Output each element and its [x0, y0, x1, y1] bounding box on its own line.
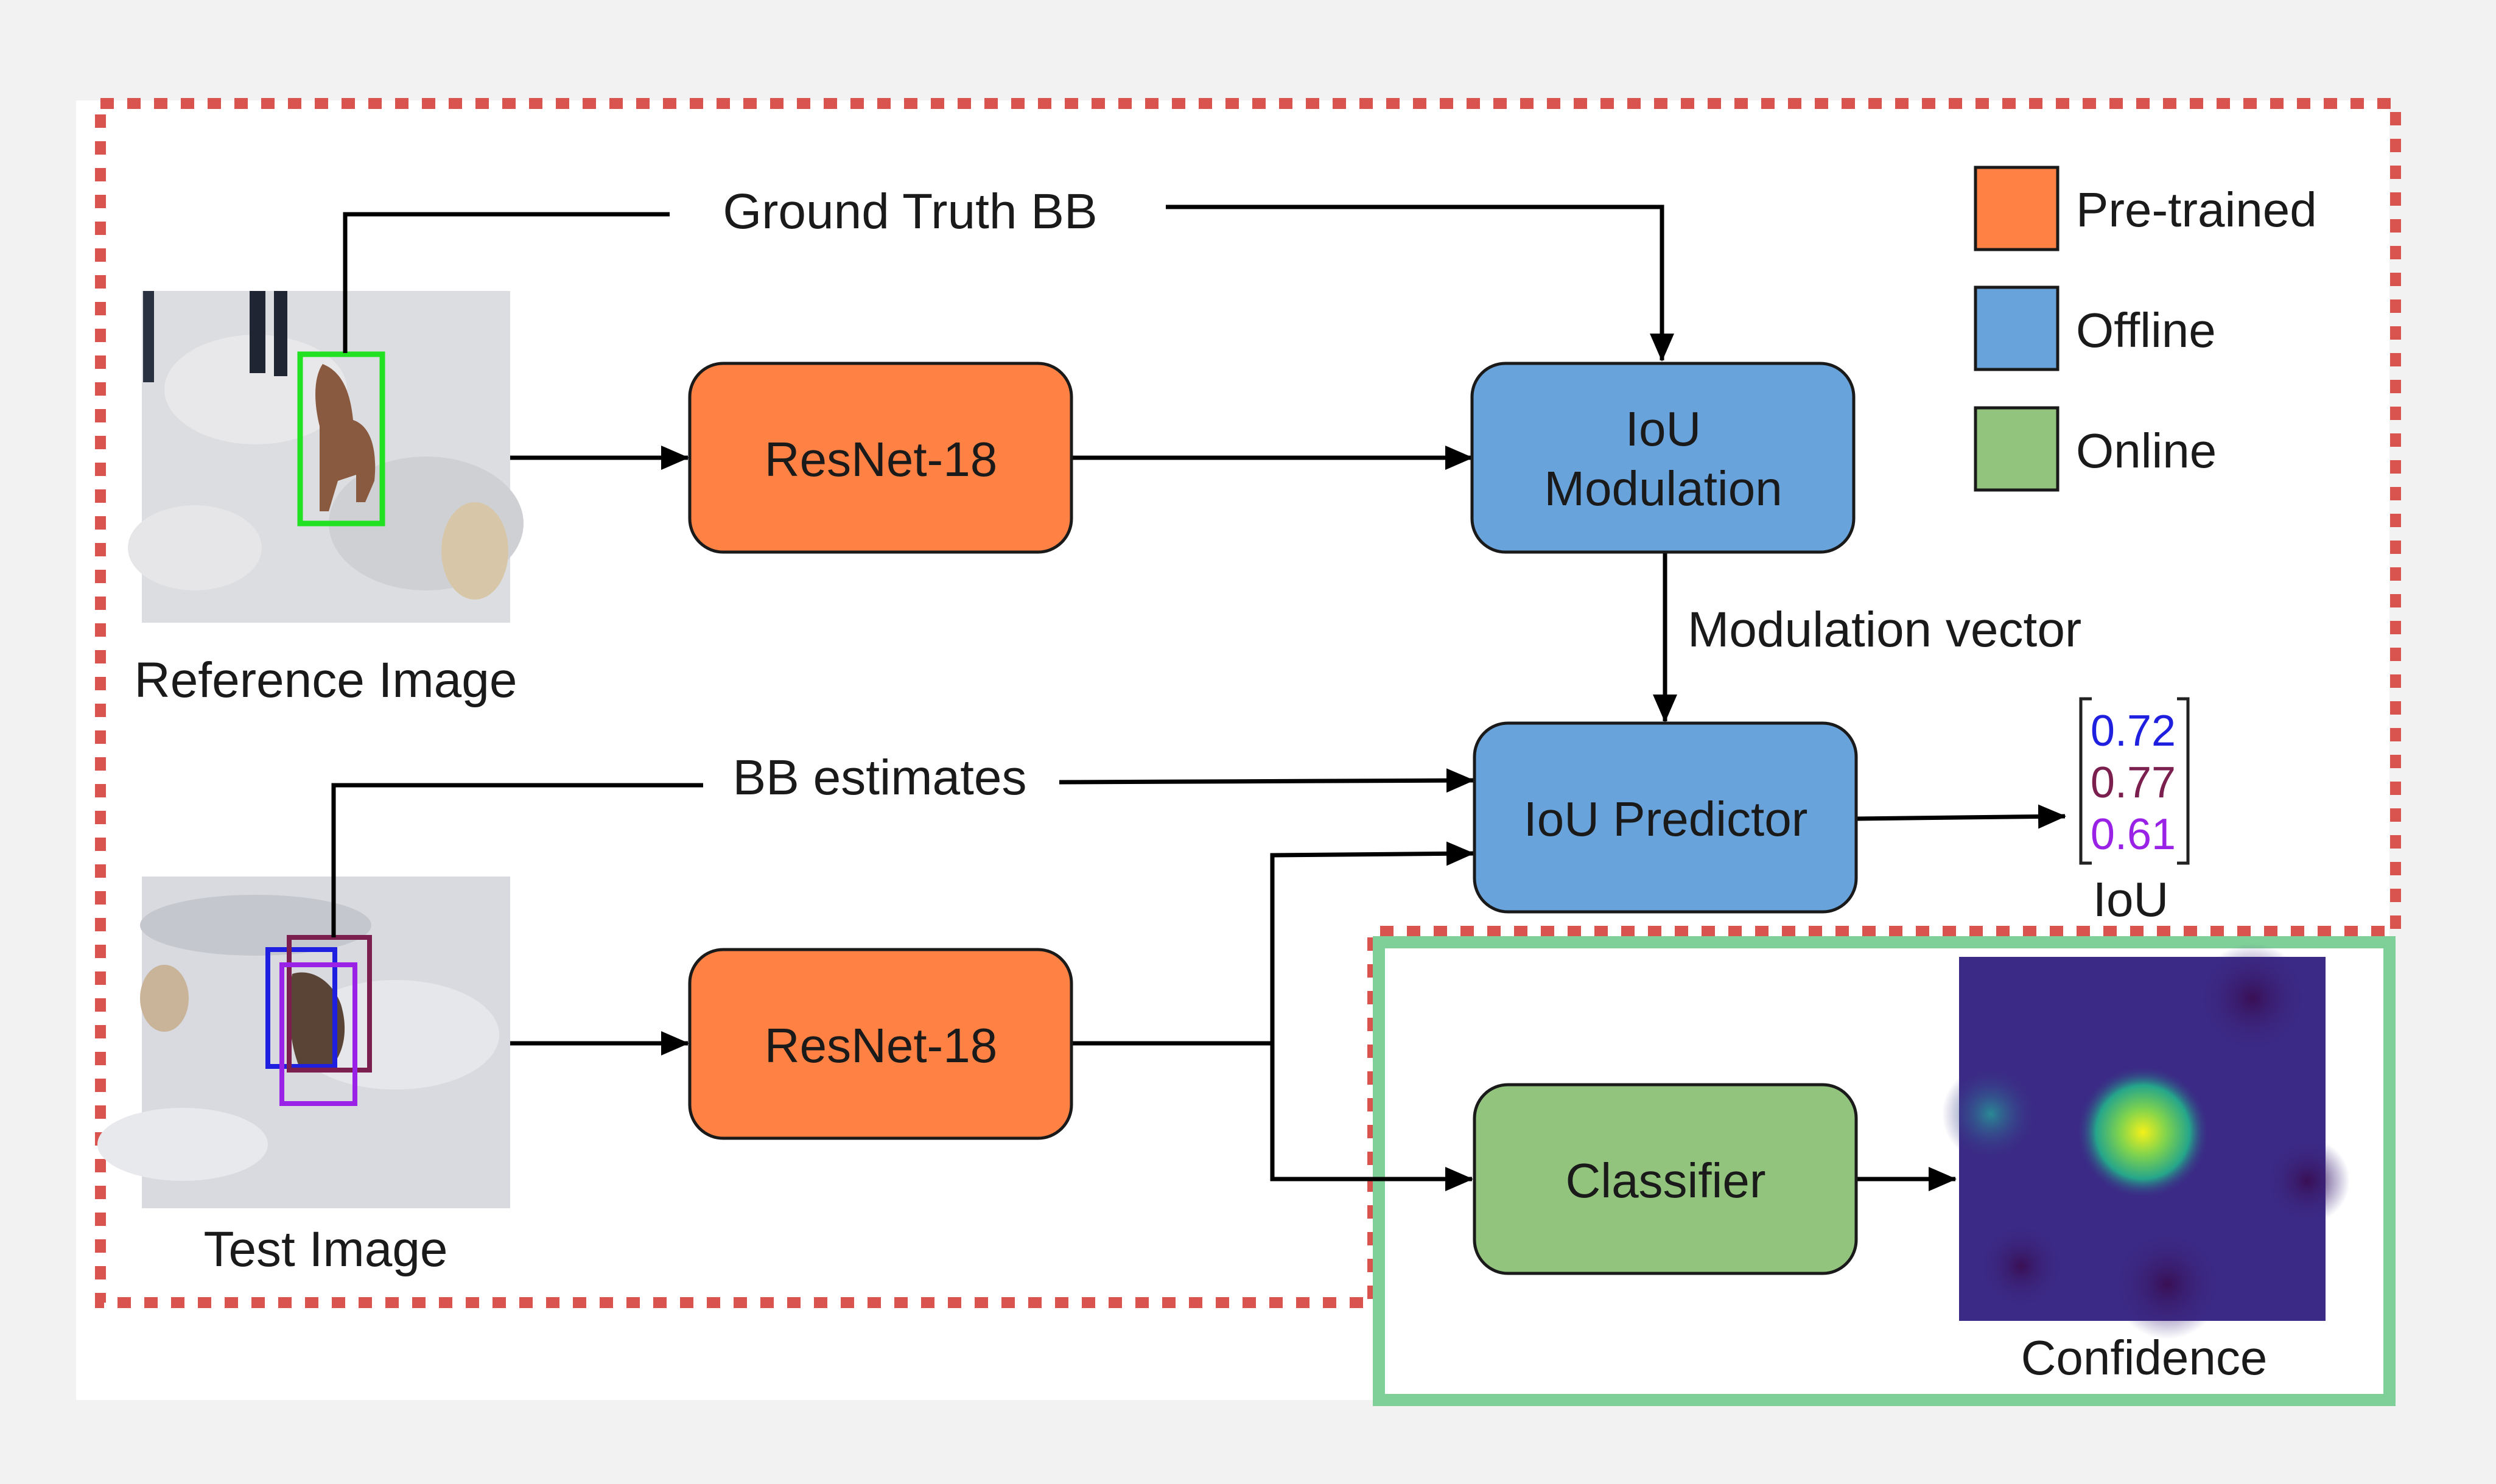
bb-estimates-connector	[331, 783, 703, 937]
iou-value-2: 0.77	[2091, 758, 2176, 807]
split-to-classifier-arrow	[1270, 1043, 1473, 1191]
left-bracket	[2079, 697, 2092, 865]
classifier-block: Classifier	[1473, 1083, 1858, 1275]
reference-image-caption: Reference Image	[134, 653, 517, 708]
ground-truth-bb-label: Ground Truth BB	[723, 184, 1097, 239]
legend: Pre-trained Offline Online	[1974, 166, 2317, 492]
resnet-reference-block: ResNet-18	[688, 362, 1073, 554]
predictor-to-iou-arrow	[1856, 804, 2066, 829]
svg-text:Modulation: Modulation	[1544, 461, 1782, 516]
confidence-caption: Confidence	[2021, 1331, 2268, 1385]
iou-value-vector: 0.72 0.77 0.61 IoU	[2079, 697, 2190, 926]
ground-truth-arrow	[1166, 205, 1674, 362]
online-region-border	[1373, 936, 2396, 1406]
iou-predictor-block: IoU Predictor	[1473, 721, 1858, 914]
svg-text:ResNet-18: ResNet-18	[765, 1018, 997, 1073]
offline-region-border	[95, 98, 2401, 1308]
iou-caption: IoU	[2093, 872, 2169, 926]
modulation-vector-label: Modulation vector	[1688, 602, 2081, 657]
bb-estimate-blue-box	[265, 947, 337, 1069]
bb-estimate-purple-box	[279, 962, 357, 1106]
legend-label-offline: Offline	[2076, 303, 2216, 357]
right-bracket	[2177, 697, 2190, 865]
bb-estimate-maroon-box	[287, 935, 372, 1073]
legend-swatch-online	[1974, 406, 2060, 492]
confidence-heatmap	[1942, 943, 2350, 1339]
legend-label-online: Online	[2076, 424, 2217, 478]
test-image	[97, 877, 510, 1208]
legend-swatch-offline	[1974, 285, 2060, 371]
test-image-caption: Test Image	[203, 1222, 447, 1277]
svg-text:IoU Predictor: IoU Predictor	[1524, 792, 1808, 846]
ground-truth-connector	[343, 212, 670, 353]
iou-value-1: 0.72	[2091, 707, 2176, 755]
bb-estimates-arrow	[1059, 768, 1474, 793]
svg-text:Classifier: Classifier	[1566, 1153, 1766, 1208]
ground-truth-box	[297, 351, 385, 527]
bb-estimates-label: BB estimates	[732, 750, 1026, 805]
iou-value-3: 0.61	[2091, 810, 2176, 859]
legend-label-pretrained: Pre-trained	[2076, 183, 2317, 237]
reference-image	[128, 291, 524, 623]
svg-text:IoU: IoU	[1625, 402, 1702, 456]
resnet-test-block: ResNet-18	[688, 948, 1073, 1140]
legend-swatch-pretrained	[1974, 166, 2060, 251]
svg-text:ResNet-18: ResNet-18	[765, 432, 997, 486]
iou-modulation-block: IoU Modulation	[1470, 362, 1856, 554]
